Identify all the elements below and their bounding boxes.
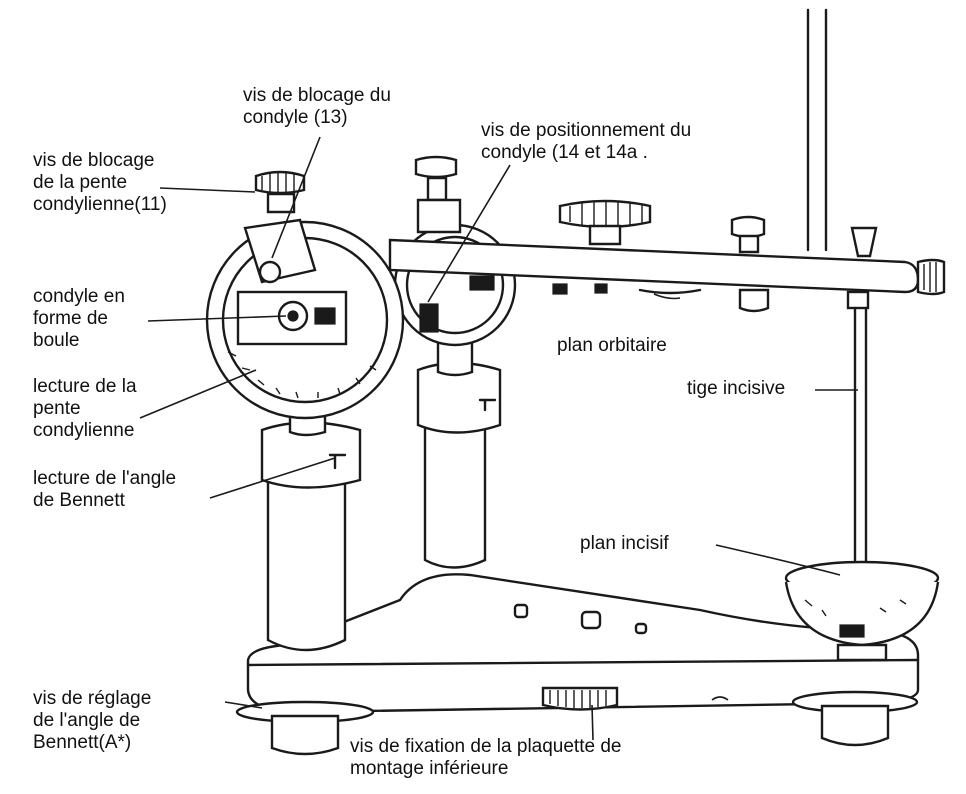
middle-column [416, 338, 502, 569]
label-condyle-boule: condyle en forme de boule [33, 286, 125, 351]
label-plan-orbitaire: plan orbitaire [557, 335, 667, 356]
center-fixing-screw [541, 686, 619, 711]
label-vis-blocage-pente: vis de blocage de la pente condylienne(1… [33, 150, 167, 215]
upper-bar [388, 199, 946, 313]
label-lecture-pente: lecture de la pente condylienne [33, 376, 137, 441]
left-condylar-disc [205, 170, 405, 420]
left-column [260, 396, 362, 652]
incisal-table [784, 560, 940, 662]
label-lecture-bennett: lecture de l'angle de Bennett [33, 468, 177, 511]
leader-lines [139, 136, 858, 741]
label-vis-reglage-bennett: vis de réglage de l'angle de Bennett(A*) [33, 688, 152, 753]
label-vis-blocage-condyle: vis de blocage du condyle (13) [243, 85, 391, 128]
label-vis-positionnement: vis de positionnement du condyle (14 et … [481, 120, 692, 163]
vertical-rod [806, 8, 828, 252]
label-plan-incisif: plan incisif [580, 533, 669, 554]
incisal-pin [846, 226, 878, 592]
positioning-screw [414, 155, 495, 333]
left-foot [235, 700, 375, 756]
right-foot [791, 690, 919, 747]
label-vis-fixation: vis de fixation de la plaquette de monta… [350, 736, 622, 779]
label-tige-incisive: tige incisive [687, 378, 786, 399]
